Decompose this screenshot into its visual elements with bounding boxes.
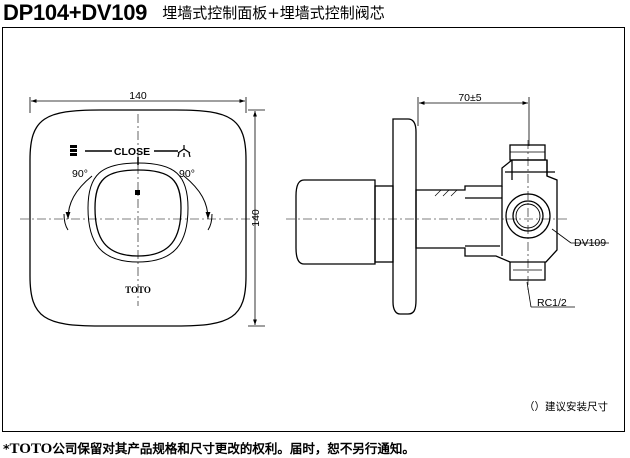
footer-text: 公司保留对其产品规格和尺寸更改的权利。届时，恕不另行通知。 — [52, 441, 415, 456]
side-plate — [392, 118, 417, 315]
model-title: DP104+DV109 — [3, 0, 148, 25]
shower-head-icon — [177, 145, 191, 158]
brand-mark: TOTO — [125, 285, 151, 295]
control-knob — [94, 169, 182, 257]
front-view — [20, 97, 265, 327]
footer-brand: TOTO — [9, 441, 53, 457]
bath-spout-icon — [70, 145, 77, 156]
drawing-frame — [2, 27, 625, 432]
close-label: CLOSE — [114, 146, 150, 158]
product-subtitle: 埋墙式控制面板+埋墙式控制阀芯 — [162, 4, 385, 22]
side-knob — [295, 179, 376, 265]
depth-dimension: 70±5 — [458, 92, 481, 104]
installation-note: （）建议安装尺寸 — [524, 401, 608, 413]
width-dimension: 140 — [129, 90, 147, 102]
disclaimer-footer: *TOTO公司保留对其产品规格和尺寸更改的权利。届时，恕不另行通知。 — [3, 438, 415, 458]
side-view — [286, 97, 609, 315]
left-angle-label: 90° — [72, 168, 88, 180]
thread-callout-label: RC1/2 — [537, 297, 567, 309]
valve-body — [415, 159, 558, 263]
valve-callout-label: DV109 — [574, 237, 606, 249]
page-header: DP104+DV109 埋墙式控制面板+埋墙式控制阀芯 — [3, 0, 385, 26]
footer-asterisk: * — [3, 441, 10, 456]
height-dimension: 140 — [250, 209, 262, 227]
indicator-dot — [135, 190, 140, 195]
right-angle-label: 90° — [179, 168, 195, 180]
cover-plate — [29, 109, 247, 327]
